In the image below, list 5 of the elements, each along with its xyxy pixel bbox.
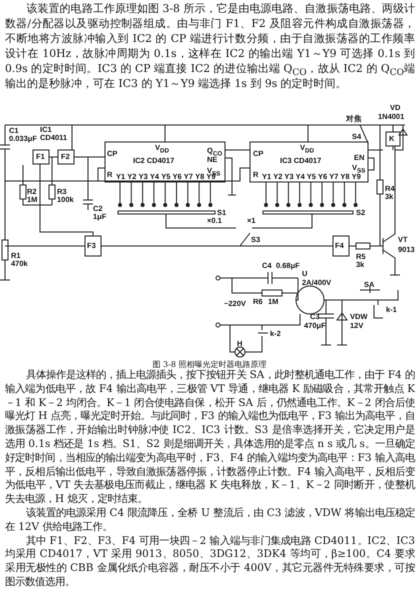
paragraph: 具体操作是这样的，插上电源插头，按下按钮开关 SA，此时整机通电工作，由于 F4 的输入端为低电平，故 F4 输出高电平，三极管 VT 导通，继电器 K 励磁吸合，其常开触点 K－1 和 K－2 均闭合。K－1 闭合使电路自保，松开 SA 后，仍然通电工作。K－2 闭合后使曝光灯 H 点亮，曝光定时开始。与此同时，F3 的输入端也为低电平，F3 输出为高电平，自激振荡器工作，开始输出时钟脉冲使 IC2、IC3 计数。S3 是倍率选择开关，它决定用户是选用 0.1s 档还是 1s 档。S1、S2 则是细调开关，具体选用的是零点 n s 或几 s。一旦确定好定时时间，当相应的输出端变为高电平时，F3、F4 的输入端均变为高电平：F3 输入高电平，反相后输出低电平，导致自激振荡器停振，计数器停止计数。F4 输入高电平，反相后变为低电平，VT 失去基极电压而截止，继电器 K 失电释放，K－1、K－2 同时断开，使整机失去电源，H 熄灭，定时结束。 [5, 369, 415, 507]
paragraph: 该装置的电源采用 C4 限流降压，全桥 U 整流后，由 C3 滤波，VDW 将输出电压稳定在 12V 供给电路工作。 [5, 506, 415, 535]
paragraph: 其中 F1、F2、F3、F4 可用一块四－2 输入端与非门集成电路 CD4011。IC2、IC3 均采用 CD4017，VT 采用 9013、8050、3DG12、3DK4 等均可，β≥100。C4 要求采用无极性的 CBB 金属化纸介电容器，耐压不小于 400V，其它元器件无特殊要求，可按图示数值选用。 [5, 534, 415, 590]
figure-caption: 图 3-8 照相曝光定时器电路原理 [152, 359, 268, 369]
paragraph: 该装置的电路工作原理如图 3-8 所示，它是由电源电路、自激振荡电路、两级计数器/分配器以及驱动控制器组成。由与非门 F1、F2 及阻容元件构成自激振荡器，不断地将方波脉冲输入到 IC2 的 CP 端进行计数分频，由于自激振荡器的工作频率设计在 10Hz，故脉冲周期为 0.1s，这样在 IC2 的输出端 Y1～Y9 可选择 0.1s 到 0.9s 的定时时间。IC3 的 CP 端直接 IC2 的进位输出端 Q$_{CO}$，故从 IC2 的 Q$_{CO}$端输出的是秒脉冲，可在 IC3 的 Y1～Y9 端选择 1s 到 9s 的定时时间。 [5, 1, 415, 91]
